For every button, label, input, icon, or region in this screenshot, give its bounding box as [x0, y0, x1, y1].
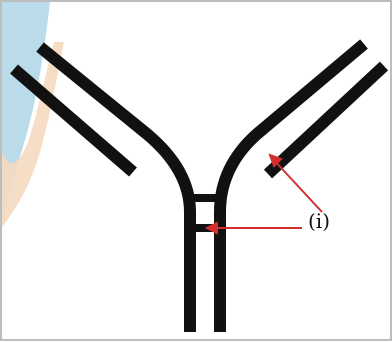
antibody-structure [14, 44, 384, 332]
pointer-to-light-chain [272, 158, 322, 212]
label-i: (i) [308, 209, 330, 233]
heavy-chain-left [40, 47, 190, 332]
heavy-chain-right [220, 44, 364, 332]
